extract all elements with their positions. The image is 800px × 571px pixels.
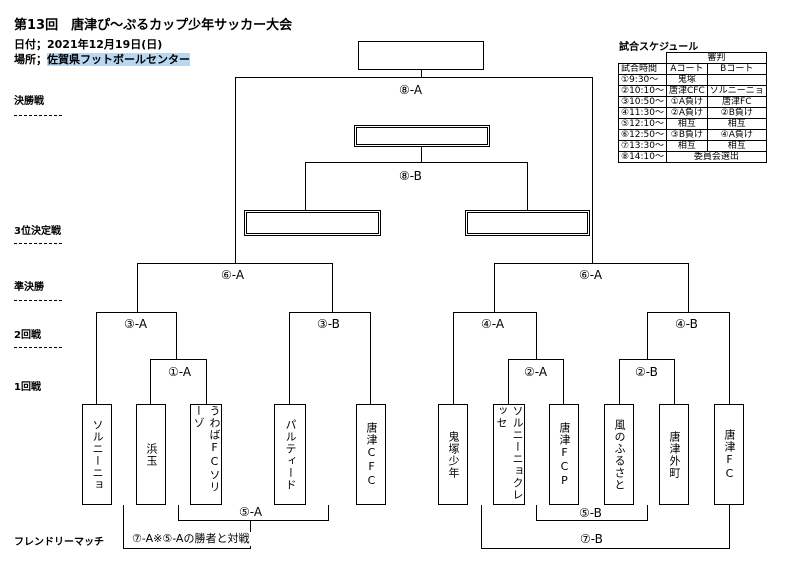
schedule-referee-b: ④A負け xyxy=(706,129,767,141)
team-box: 浜玉 xyxy=(136,404,166,505)
venue-label: 場所； xyxy=(14,53,47,66)
team-name: 唐津外町 xyxy=(668,430,681,479)
schedule-referee-b: 相互 xyxy=(706,118,767,130)
page-title: 第13回 唐津ぴ～ぷるカップ少年サッカー大会 xyxy=(14,18,293,33)
table-row: ⑤12:10～相互相互 xyxy=(617,118,767,130)
friendly-label-5b: ⑤-B xyxy=(577,506,604,520)
third-place-right-box xyxy=(465,210,590,236)
table-row: ③10:50～①A負け唐津FC xyxy=(617,96,767,108)
schedule-referee-b xyxy=(706,74,767,86)
round-divider xyxy=(14,347,62,348)
team-name: 浜玉 xyxy=(145,442,158,467)
team-name: パルティード xyxy=(284,418,297,491)
team-box: 風のふるさと xyxy=(604,404,634,505)
schedule-referee-b: 相互 xyxy=(706,140,767,152)
team-name: ソルニーニョ xyxy=(91,418,104,491)
match-label-4a: ④-A xyxy=(479,317,507,331)
team-name: 鬼塚少年 xyxy=(447,430,460,479)
table-row: 審判 xyxy=(618,52,767,64)
schedule-time: ⑧14:10～ xyxy=(617,151,668,163)
schedule-referee-a: ①A負け xyxy=(666,96,708,108)
team-name: 唐津FC xyxy=(723,428,736,481)
team-name: うわばFCソリーゾ xyxy=(192,405,221,493)
round-label-friendly: フレンドリーマッチ xyxy=(14,537,104,548)
schedule-time: ①9:30～ xyxy=(617,74,668,86)
table-row: ①9:30～鬼塚 xyxy=(617,74,767,86)
schedule-referee-b: ②B負け xyxy=(706,107,767,119)
team-box: うわばFCソリーゾ xyxy=(190,404,222,505)
table-cell xyxy=(618,52,668,64)
match-label-2a: ②-A xyxy=(522,365,550,379)
venue-name: 佐賀県フットボールセンター xyxy=(47,53,190,66)
round-divider xyxy=(14,300,62,301)
friendly-label-5a: ⑤-A xyxy=(237,505,265,519)
round-label-second: 2回戦 xyxy=(14,330,41,341)
team-name: 風のふるさと xyxy=(613,418,626,491)
team-name: 唐津CFC xyxy=(365,421,378,488)
schedule-referee-a: 相互 xyxy=(666,140,708,152)
date-line: 日付；2021年12月19日(日) xyxy=(14,38,163,51)
round-label-third: 3位決定戦 xyxy=(14,226,61,237)
match-label-4b: ④-B xyxy=(673,317,700,331)
schedule-time: ②10:10～ xyxy=(617,85,668,97)
match-label-2b: ②-B xyxy=(633,365,660,379)
schedule-time: ③10:50～ xyxy=(617,96,668,108)
friendly-label-7b: ⑦-B xyxy=(578,532,605,546)
team-box: 唐津CFC xyxy=(356,404,386,505)
schedule-referee-a: ③B負け xyxy=(666,129,708,141)
schedule-time: ⑥12:50～ xyxy=(617,129,668,141)
schedule-time: ④11:30～ xyxy=(617,107,668,119)
team-box: 唐津FC xyxy=(714,404,744,505)
schedule-referee-a: ②A負け xyxy=(666,107,708,119)
match-label-8b: ⑧-B xyxy=(397,169,424,183)
schedule-referee-a: 唐津CFC xyxy=(666,85,708,97)
match-label-3b: ③-B xyxy=(315,317,342,331)
schedule-referee: 委員会選出 xyxy=(666,151,767,163)
team-box: ソルニーニョクレッセ xyxy=(493,404,525,505)
col-header-b: Bコート xyxy=(706,63,767,75)
team-box: 唐津FCP xyxy=(549,404,579,505)
team-box: 唐津外町 xyxy=(659,404,689,505)
round-divider xyxy=(14,243,62,244)
schedule-referee-b: ソルニーニョ xyxy=(706,85,767,97)
schedule-referee-a: 鬼塚 xyxy=(666,74,708,86)
schedule-referee-b: 唐津FC xyxy=(706,96,767,108)
team-box: パルティード xyxy=(274,404,306,505)
friendly-label-7a: ⑦-A※⑤-Aの勝者と対戦 xyxy=(130,532,252,546)
match-label-1a: ①-A xyxy=(166,365,194,379)
team-box: ソルニーニョ xyxy=(82,404,112,505)
round-divider xyxy=(14,115,62,116)
schedule-time: ⑤12:10～ xyxy=(617,118,668,130)
team-name: 唐津FCP xyxy=(558,421,571,488)
third-place-left-box xyxy=(244,210,381,236)
col-header-a: Aコート xyxy=(666,63,708,75)
referee-header: 審判 xyxy=(666,52,767,64)
champion-box xyxy=(358,41,484,70)
schedule-title: 試合スケジュール xyxy=(619,42,699,53)
col-header-time: 試合時間 xyxy=(617,63,668,75)
venue-line: 場所；佐賀県フットボールセンター xyxy=(14,51,190,67)
round-label-semi: 準決勝 xyxy=(14,282,44,293)
match-label-6a-right: ⑥-A xyxy=(577,268,605,282)
table-row: 試合時間 Aコート Bコート xyxy=(617,63,767,75)
schedule-time: ⑦13:30～ xyxy=(617,140,668,152)
match-label-8a: ⑧-A xyxy=(397,83,425,97)
table-row: ⑦13:30～相互相互 xyxy=(617,140,767,152)
round-label-final: 決勝戦 xyxy=(14,96,44,107)
match-label-6a-left: ⑥-A xyxy=(219,268,247,282)
team-box: 鬼塚少年 xyxy=(438,404,468,505)
third-place-box xyxy=(354,125,490,147)
table-row: ⑧14:10～委員会選出 xyxy=(617,151,767,163)
match-label-3a: ③-A xyxy=(122,317,150,331)
schedule-referee-a: 相互 xyxy=(666,118,708,130)
round-label-first: 1回戦 xyxy=(14,382,41,393)
team-name: ソルニーニョクレッセ xyxy=(495,405,524,501)
